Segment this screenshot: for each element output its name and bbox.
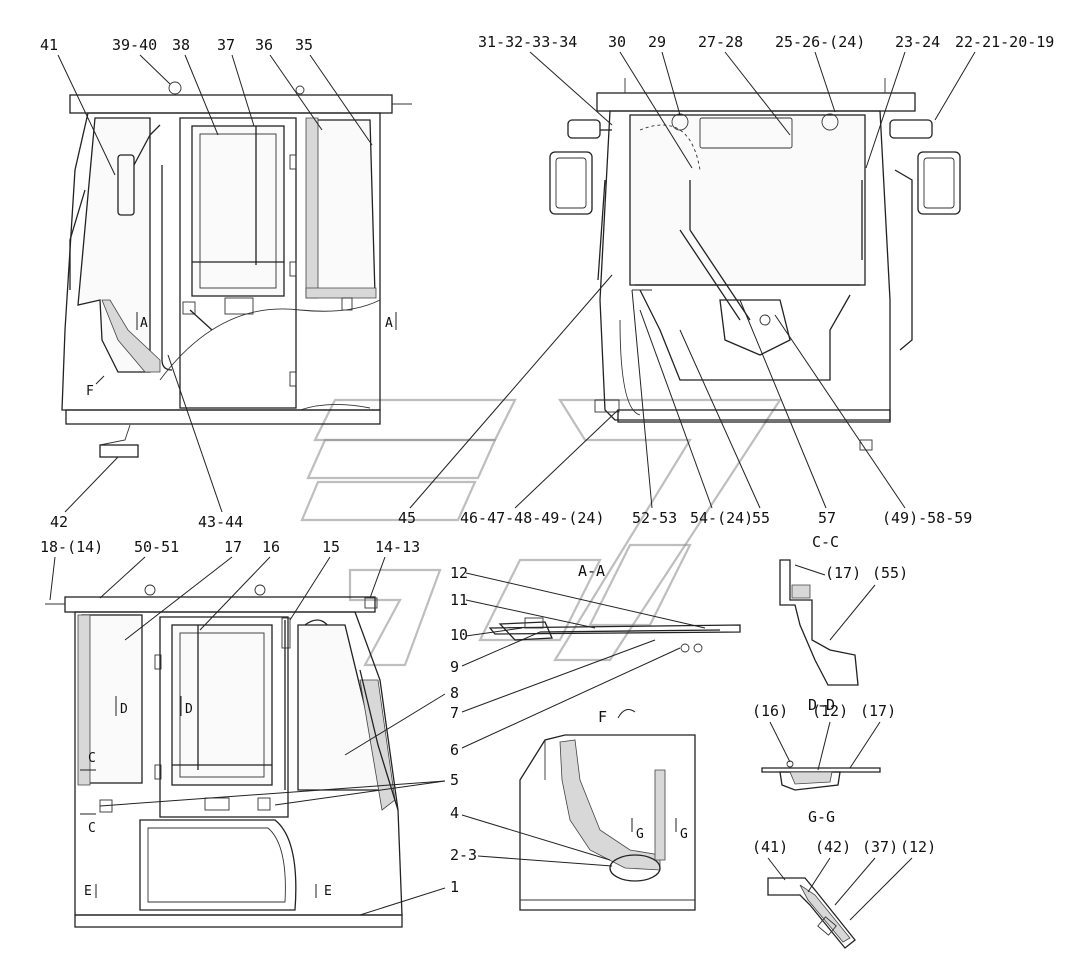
label-27-28: 27-28 [698, 33, 743, 51]
label-37: 37 [217, 36, 235, 54]
label-54-24: 54-(24) [690, 509, 753, 527]
label-22-21-20-19: 22-21-20-19 [955, 33, 1054, 51]
label-55: 55 [752, 509, 770, 527]
label-dd-12: (12) [812, 702, 848, 720]
labels-section-cc: (17) (55) [794, 564, 908, 641]
section-aa-drawing [488, 617, 741, 653]
cab-side-view-left [61, 81, 412, 458]
labels-top-left: 41 39-40 38 37 36 35 42 43-44 [40, 36, 373, 531]
view-marker-c-top: C [88, 751, 96, 766]
label-14-13: 14-13 [375, 538, 420, 556]
label-gg-41: (41) [752, 838, 788, 856]
section-title-f: F [598, 708, 607, 726]
label-50-51: 50-51 [134, 538, 179, 556]
view-marker-a-left: A [140, 316, 148, 331]
view-marker-g-left: G [636, 827, 644, 842]
section-cc-drawing [779, 559, 859, 686]
label-dd-16: (16) [752, 702, 788, 720]
label-cc-17: (17) [825, 564, 861, 582]
labels-top-right: 31-32-33-34 30 29 27-28 25-26-(24) 23-24… [398, 33, 1054, 527]
label-1: 1 [450, 878, 459, 896]
label-gg-37: (37) [862, 838, 898, 856]
label-38: 38 [172, 36, 190, 54]
label-42: 42 [50, 513, 68, 531]
label-16: 16 [262, 538, 280, 556]
label-gg-42: (42) [815, 838, 851, 856]
cab-side-view-bottom [45, 584, 403, 928]
label-31-32-33-34: 31-32-33-34 [478, 33, 577, 51]
cab-rear-view-right [549, 78, 961, 451]
labels-section-dd: (16) (12) (17) [752, 702, 896, 771]
label-35: 35 [295, 36, 313, 54]
label-46-47-48-49-24: 46-47-48-49-(24) [460, 509, 605, 527]
label-dd-17: (17) [860, 702, 896, 720]
label-41: 41 [40, 36, 58, 54]
label-17: 17 [224, 538, 242, 556]
label-2-3: 2-3 [450, 846, 477, 864]
label-57: 57 [818, 509, 836, 527]
label-15: 15 [322, 538, 340, 556]
label-cc-55: (55) [872, 564, 908, 582]
view-marker-e-right: E [324, 884, 332, 899]
label-52-53: 52-53 [632, 509, 677, 527]
section-title-gg: G-G [808, 808, 835, 826]
view-marker-a-right: A [385, 316, 393, 331]
label-18-14: 18-(14) [40, 538, 103, 556]
watermark-logo [300, 398, 783, 667]
label-5: 5 [450, 771, 459, 789]
label-10: 10 [450, 626, 468, 644]
labels-section-gg: (41) (42) (37) (12) [752, 838, 936, 921]
labels-section-aa: 12 11 10 9 7 6 [450, 564, 706, 759]
label-11: 11 [450, 591, 468, 609]
section-title-aa: A-A [578, 562, 605, 580]
view-marker-d-right: D [185, 702, 193, 717]
section-title-cc: C-C [812, 533, 839, 551]
section-dd-drawing [761, 760, 881, 791]
view-marker-f: F [86, 384, 94, 399]
section-title-dd: D-D [808, 696, 835, 714]
label-43-44: 43-44 [198, 513, 243, 531]
detail-f-drawing [519, 734, 696, 911]
label-30: 30 [608, 33, 626, 51]
label-39-40: 39-40 [112, 36, 157, 54]
view-marker-d-left: D [120, 702, 128, 717]
label-12: 12 [450, 564, 468, 582]
view-marker-c-bottom: C [88, 821, 96, 836]
labels-detail-f: 4 2-3 [450, 804, 613, 867]
view-marker-e-left: E [84, 884, 92, 899]
label-45: 45 [398, 509, 416, 527]
label-23-24: 23-24 [895, 33, 940, 51]
label-49-58-59: (49)-58-59 [882, 509, 972, 527]
label-8: 8 [450, 684, 459, 702]
label-6: 6 [450, 741, 459, 759]
section-gg-drawing [767, 877, 856, 949]
label-4: 4 [450, 804, 459, 822]
labels-bottom-left: 18-(14) 50-51 17 16 15 14-13 8 5 1 [40, 538, 459, 916]
label-29: 29 [648, 33, 666, 51]
label-7: 7 [450, 704, 459, 722]
view-marker-g-right: G [680, 827, 688, 842]
label-36: 36 [255, 36, 273, 54]
label-25-26-24: 25-26-(24) [775, 33, 865, 51]
label-9: 9 [450, 658, 459, 676]
label-gg-12: (12) [900, 838, 936, 856]
